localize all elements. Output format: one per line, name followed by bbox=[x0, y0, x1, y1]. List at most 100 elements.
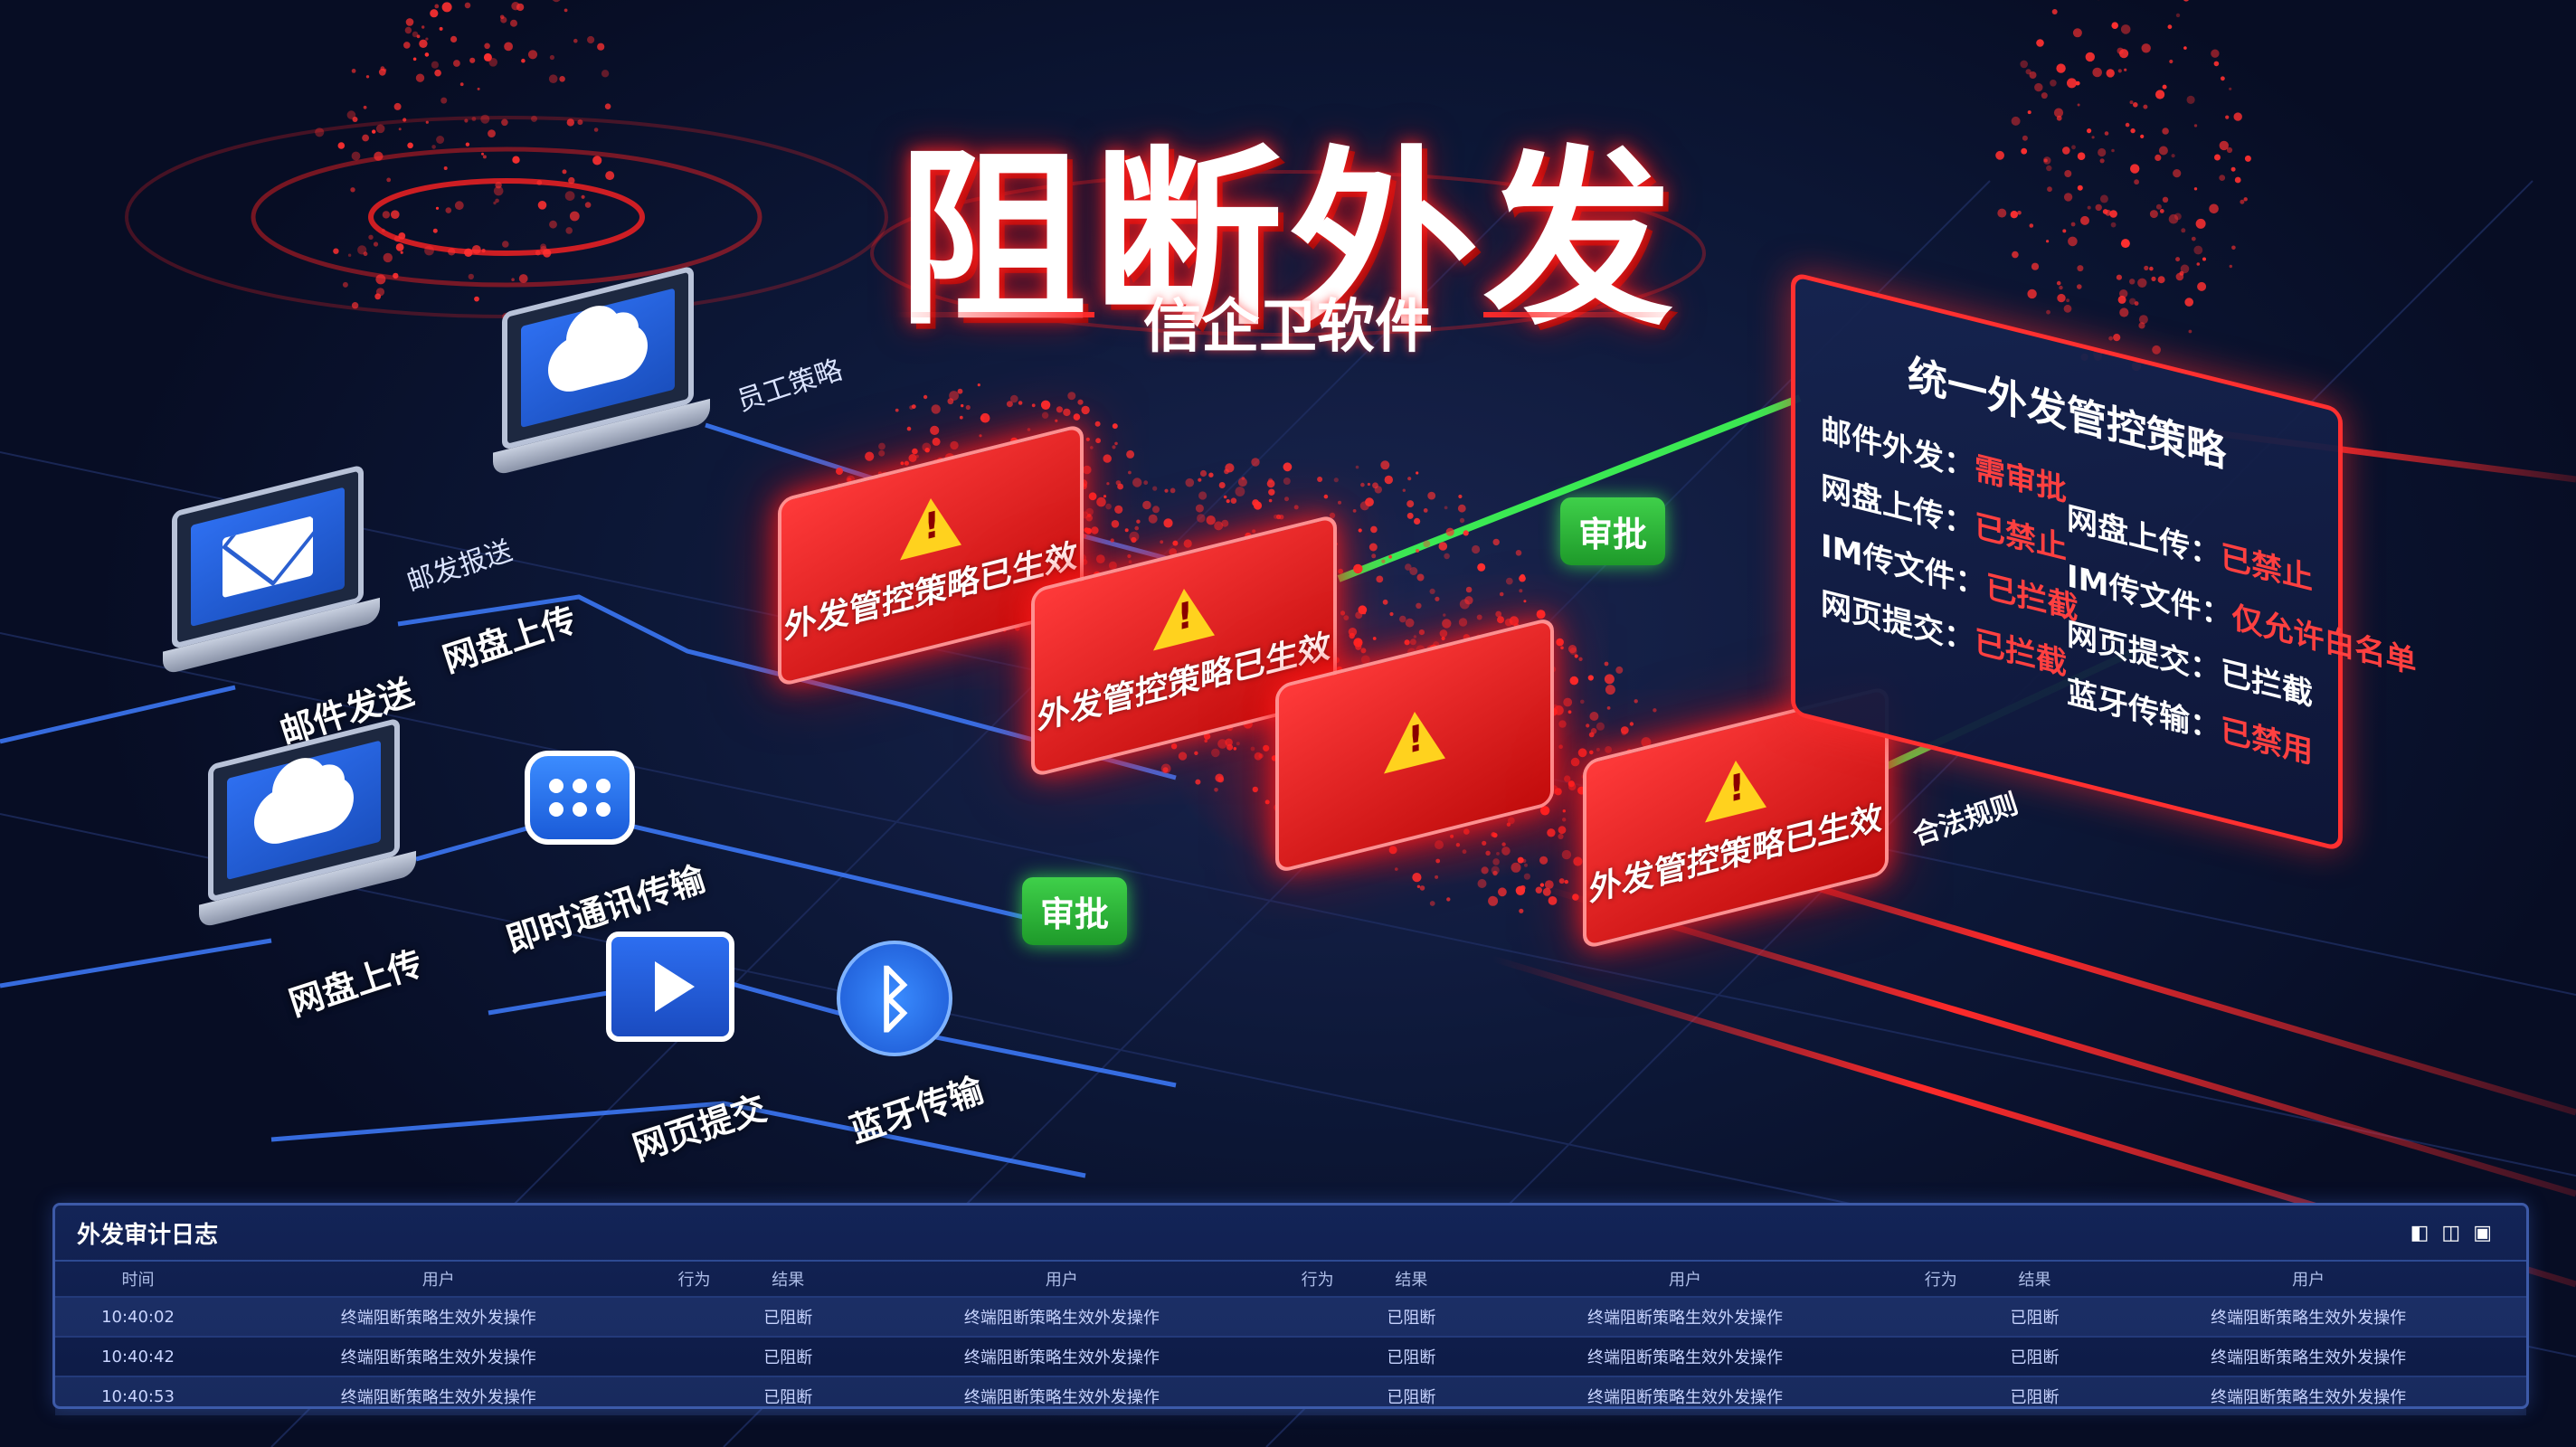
particle bbox=[2116, 274, 2122, 280]
subtitle-line-right bbox=[1483, 312, 1682, 317]
particle bbox=[531, 115, 537, 122]
particle bbox=[1355, 643, 1362, 650]
particle bbox=[1067, 392, 1076, 401]
particle bbox=[2119, 49, 2129, 59]
particle bbox=[2056, 115, 2062, 121]
particle bbox=[2027, 110, 2031, 115]
particle bbox=[1183, 539, 1192, 548]
particle bbox=[564, 191, 575, 202]
particle bbox=[2226, 147, 2233, 154]
particle bbox=[2085, 52, 2095, 62]
particle bbox=[499, 14, 505, 20]
particle bbox=[2053, 108, 2064, 118]
particle bbox=[904, 460, 910, 466]
log-cell: 终端阻断策略生效外发操作 bbox=[220, 1376, 657, 1415]
particle bbox=[464, 2, 471, 9]
log-cell bbox=[656, 1336, 733, 1376]
particle bbox=[2095, 203, 2102, 212]
particle bbox=[2070, 222, 2076, 227]
particle bbox=[1388, 554, 1392, 559]
particle bbox=[510, 19, 517, 27]
particle bbox=[1206, 515, 1216, 525]
particle bbox=[471, 245, 481, 254]
particle bbox=[482, 155, 487, 159]
particle bbox=[2092, 67, 2102, 78]
particle bbox=[562, 169, 567, 175]
log-window-controls[interactable]: ◧◫▣ bbox=[2410, 1222, 2505, 1244]
particle bbox=[959, 415, 963, 420]
particle bbox=[1519, 908, 1524, 913]
particle bbox=[1095, 438, 1101, 444]
particle bbox=[1429, 588, 1435, 595]
particle bbox=[2062, 229, 2067, 233]
particle bbox=[2159, 209, 2164, 213]
particle bbox=[2188, 329, 2192, 334]
particle bbox=[443, 166, 448, 170]
cloud-upload-icon bbox=[254, 771, 354, 850]
minimize-icon[interactable]: ◧ bbox=[2410, 1221, 2442, 1244]
particle bbox=[2064, 170, 2072, 177]
audit-log-title: 外发审计日志 bbox=[77, 1221, 219, 1249]
particle bbox=[1497, 616, 1504, 624]
particle bbox=[1604, 661, 1609, 667]
particle bbox=[1198, 491, 1208, 500]
particle bbox=[2174, 213, 2182, 221]
particle bbox=[1170, 743, 1178, 750]
particle bbox=[2173, 169, 2182, 178]
maximize-icon[interactable]: ▣ bbox=[2473, 1221, 2505, 1244]
particle bbox=[2162, 84, 2167, 90]
particle bbox=[581, 194, 585, 199]
particle bbox=[2075, 80, 2080, 86]
log-cell: 已阻断 bbox=[1978, 1296, 2091, 1337]
particle bbox=[1371, 553, 1377, 559]
particle bbox=[1091, 526, 1099, 534]
particle bbox=[549, 54, 555, 61]
particle bbox=[1114, 505, 1123, 515]
particle bbox=[1477, 563, 1486, 572]
particle bbox=[1416, 573, 1425, 582]
particle bbox=[1221, 519, 1229, 527]
particle bbox=[2167, 24, 2173, 30]
particle bbox=[1266, 479, 1275, 488]
particle bbox=[2149, 210, 2158, 219]
particle bbox=[2072, 28, 2082, 38]
particle bbox=[502, 241, 509, 248]
log-cell: 终端阻断策略生效外发操作 bbox=[1467, 1336, 1903, 1376]
particle bbox=[1276, 514, 1282, 520]
particle bbox=[1604, 674, 1615, 685]
particle bbox=[1132, 478, 1142, 487]
particle bbox=[931, 404, 941, 414]
particle bbox=[465, 142, 470, 147]
particle bbox=[431, 61, 439, 69]
particle bbox=[363, 105, 367, 109]
particle bbox=[2133, 102, 2138, 108]
warning-icon bbox=[1153, 581, 1215, 651]
log-cell: 终端阻断策略生效外发操作 bbox=[2090, 1376, 2526, 1415]
particle bbox=[454, 201, 464, 211]
particle bbox=[1085, 507, 1094, 516]
particle bbox=[1148, 514, 1158, 524]
particle bbox=[1404, 639, 1410, 646]
particle bbox=[2138, 322, 2145, 329]
particle bbox=[1405, 563, 1412, 571]
particle bbox=[434, 69, 441, 77]
particle bbox=[2091, 136, 2095, 139]
particle bbox=[1399, 615, 1406, 623]
particle bbox=[480, 114, 490, 124]
policy-left-col: 邮件外发：需审批 网盘上传：已禁止 IM传文件：已拦截 网页提交：已拦截 bbox=[1821, 401, 2078, 696]
particle bbox=[2130, 164, 2140, 174]
restore-icon[interactable]: ◫ bbox=[2441, 1221, 2474, 1244]
particle bbox=[2113, 334, 2121, 342]
particle bbox=[604, 103, 611, 109]
particle bbox=[1459, 517, 1465, 524]
particle bbox=[2158, 146, 2168, 156]
log-column-header: 行为 bbox=[677, 1271, 711, 1290]
particle bbox=[1444, 506, 1448, 510]
log-cell: 终端阻断策略生效外发操作 bbox=[2090, 1296, 2526, 1337]
particle bbox=[1253, 501, 1263, 510]
